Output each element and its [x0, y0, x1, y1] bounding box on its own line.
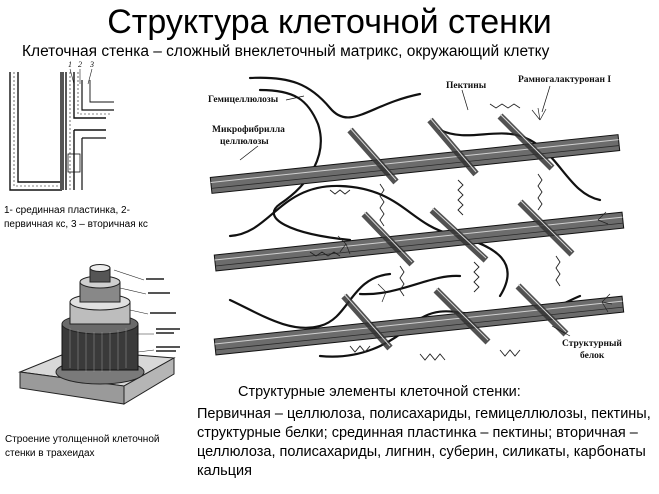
page-subtitle: Клеточная стенка – сложный внеклеточный … — [22, 43, 550, 60]
cellulose-microfibrils — [209, 134, 625, 356]
label-rhamnogalacturonan: Рамногалактуронан I — [518, 75, 611, 85]
wall-layers-caption: 1- срединная пластинка, 2- первичная кс,… — [4, 205, 148, 230]
layer-number-3: 3 — [89, 60, 94, 69]
label-pectins: Пектины — [446, 81, 487, 91]
page-title: Структура клеточной стенки — [107, 3, 552, 41]
label-microfibril-2: целлюлозы — [220, 137, 269, 147]
layer-number-1: 1 — [68, 60, 72, 69]
label-microfibril-1: Микрофибрилла — [212, 124, 285, 135]
layer-number-2: 2 — [78, 60, 82, 69]
label-structural-protein-1: Структурный — [562, 338, 622, 349]
structure-heading: Структурные элементы клеточной стенки: — [238, 384, 521, 400]
label-hemicellulose: Гемицеллюлозы — [208, 95, 279, 105]
pectin-chains — [309, 103, 561, 361]
tracheid-caption: Строение утолщенной клеточной стенки в т… — [5, 434, 160, 459]
label-structural-protein-2: белок — [580, 350, 605, 361]
cell-wall-layers-diagram: 1 2 3 — [9, 60, 114, 191]
structure-description: Первичная – целлюлоза, полисахариды, гем… — [197, 406, 651, 479]
rhamnogalacturonan-branches — [337, 107, 613, 313]
tracheid-wall-diagram — [18, 264, 180, 405]
cell-wall-matrix-diagram: Гемицеллюлозы Микрофибрилла целлюлозы Пе… — [208, 75, 625, 361]
